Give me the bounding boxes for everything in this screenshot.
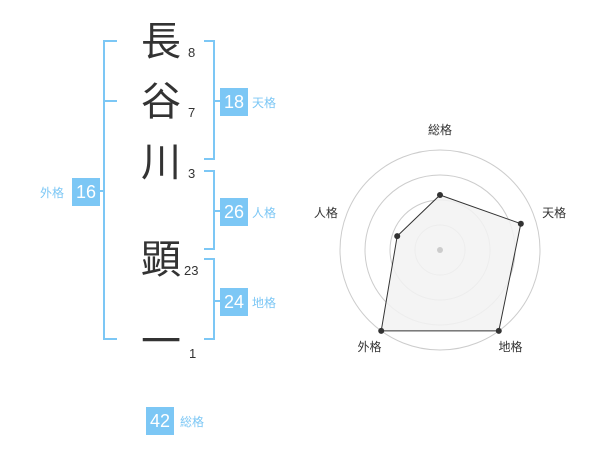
gaikaku-value-badge: 16 bbox=[72, 178, 100, 206]
stroke-count-1: 8 bbox=[188, 45, 196, 60]
stroke-count-3: 3 bbox=[188, 166, 196, 181]
soukaku-label: 総格 bbox=[180, 415, 205, 429]
soukaku-value-badge: 42 bbox=[146, 407, 174, 435]
gaikaku-label: 外格 bbox=[40, 186, 65, 200]
name-char-3: 川 bbox=[141, 140, 181, 186]
radar-point-5 bbox=[394, 233, 401, 240]
stroke-count-2: 7 bbox=[188, 105, 196, 120]
radar-axis-label-5: 人格 bbox=[314, 205, 338, 220]
chikaku-value-badge: 24 bbox=[220, 288, 248, 316]
chikaku-label: 地格 bbox=[252, 296, 277, 310]
radar-point-2 bbox=[517, 220, 524, 227]
name-char-2: 谷 bbox=[141, 79, 181, 125]
radar-point-4 bbox=[378, 327, 385, 334]
name-char-1: 長 bbox=[141, 19, 181, 65]
stroke-count-4: 23 bbox=[184, 263, 199, 278]
radar-point-1 bbox=[437, 192, 443, 198]
stroke-count-5: 1 bbox=[189, 346, 197, 361]
radar-point-3 bbox=[495, 327, 502, 334]
tenkaku-value-badge: 18 bbox=[220, 88, 248, 116]
radar-center-dot bbox=[437, 247, 443, 253]
tenkaku-label: 天格 bbox=[252, 96, 277, 110]
radar-axis-label-3: 地格 bbox=[498, 339, 522, 354]
radar-axis-label-1: 総格 bbox=[428, 122, 452, 137]
radar-axis-label-2: 天格 bbox=[542, 205, 566, 220]
radar-data-polygon bbox=[380, 194, 522, 332]
radar-ring-4 bbox=[339, 149, 541, 351]
name-char-4: 顕 bbox=[141, 237, 181, 283]
radar-axis-label-4: 外格 bbox=[357, 339, 381, 354]
name-char-5: 一 bbox=[141, 319, 181, 365]
jinkaku-label: 人格 bbox=[252, 206, 277, 220]
radar-data-points bbox=[378, 192, 524, 334]
jinkaku-value-badge: 26 bbox=[220, 198, 248, 226]
